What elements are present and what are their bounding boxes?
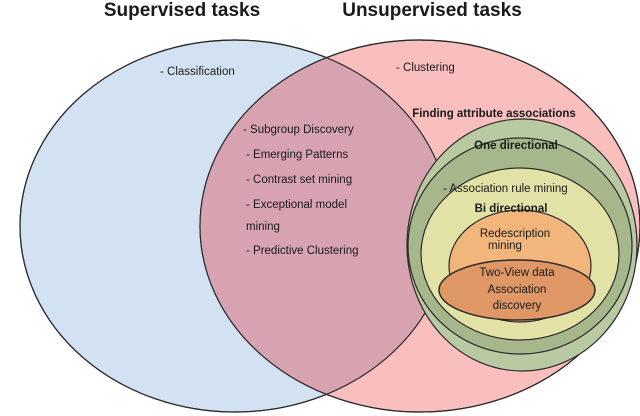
attribute-associations-heading: Finding attribute associations xyxy=(412,108,576,120)
two-view-label: discovery xyxy=(493,300,542,312)
intersection-item: - Subgroup Discovery xyxy=(243,124,354,136)
bi-directional-heading: Bi directional xyxy=(475,203,548,215)
redescription-label: Redescription xyxy=(480,228,550,240)
classification-label: - Classification xyxy=(160,66,235,78)
supervised-title: Supervised tasks xyxy=(104,0,260,21)
intersection-item: - Emerging Patterns xyxy=(246,149,349,161)
intersection-item: - Predictive Clustering xyxy=(246,245,358,257)
intersection-item: - Exceptional model xyxy=(246,199,347,211)
intersection-item: - Contrast set mining xyxy=(246,174,352,186)
two-view-label: Association xyxy=(488,284,547,296)
intersection-item: mining xyxy=(246,221,280,233)
association-rule-mining-label: - Association rule mining xyxy=(443,183,568,195)
unsupervised-title: Unsupervised tasks xyxy=(342,0,522,21)
two-view-ellipse xyxy=(438,259,596,321)
unsupervised-outline xyxy=(199,39,640,413)
redescription-label: mining xyxy=(488,240,522,252)
one-directional-heading: One directional xyxy=(474,140,558,152)
clustering-label: - Clustering xyxy=(396,62,455,74)
two-view-label: Two-View data xyxy=(479,267,555,279)
